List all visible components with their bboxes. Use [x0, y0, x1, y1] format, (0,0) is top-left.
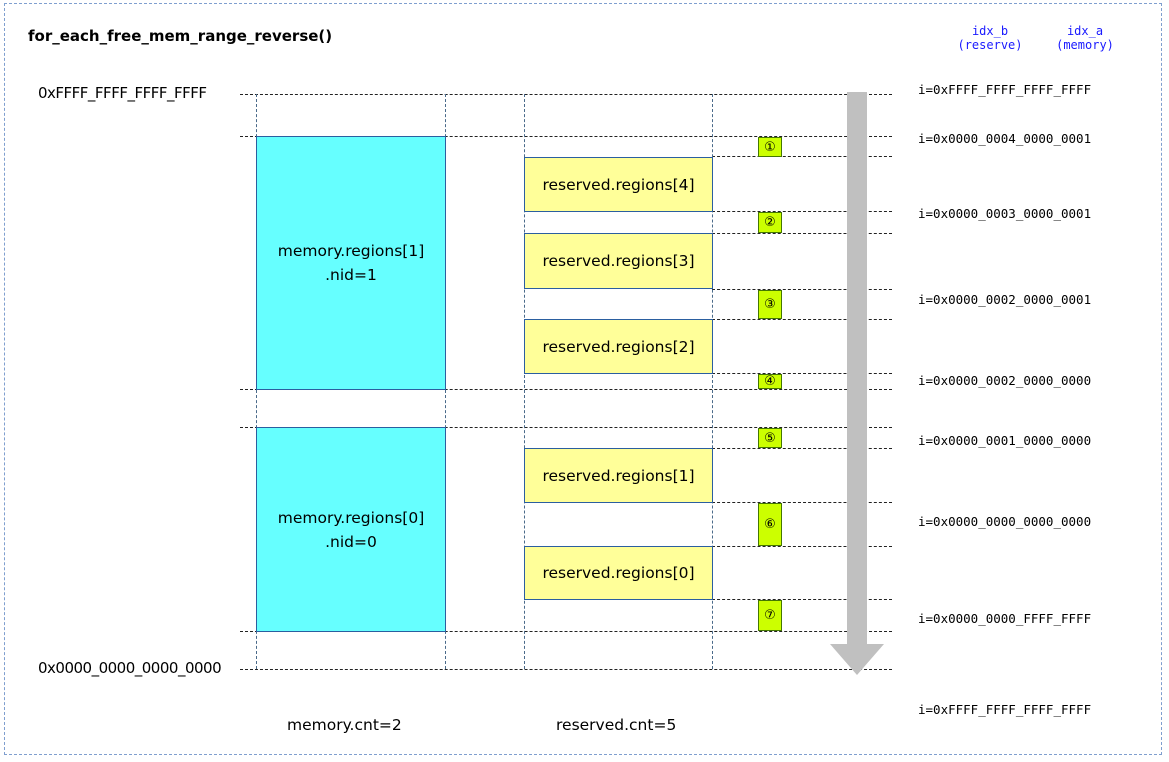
index-label: i=0x0000_0000_0000_0000	[918, 514, 1092, 529]
boundary-line	[240, 427, 892, 428]
index-label: i=0x0000_0002_0000_0001	[918, 292, 1092, 307]
boundary-line	[240, 389, 892, 390]
diagram-title: for_each_free_mem_range_reverse()	[28, 27, 333, 45]
boundary-line	[240, 136, 892, 137]
index-label: i=0x0000_0001_0000_0000	[918, 433, 1092, 448]
step-marker-5: ⑤	[758, 428, 782, 448]
index-label: i=0xFFFF_FFFF_FFFF_FFFF	[918, 82, 1092, 97]
index-label: i=0x0000_0004_0000_0001	[918, 131, 1092, 146]
reserved-region-1-box: reserved.regions[1]	[524, 448, 713, 503]
address-top-label: 0xFFFF_FFFF_FFFF_FFFF	[38, 84, 207, 102]
step-marker-2: ②	[758, 212, 782, 233]
step-marker-1: ①	[758, 137, 782, 157]
boundary-line	[712, 599, 892, 600]
column-line	[524, 94, 525, 669]
column-line	[712, 94, 713, 669]
index-label: i=0x0000_0002_0000_0000	[918, 373, 1092, 388]
boundary-line	[712, 289, 892, 290]
memory-count-label: memory.cnt=2	[287, 716, 402, 734]
diagram-frame	[4, 3, 1162, 755]
boundary-line	[712, 546, 892, 547]
reserved-region-2-box: reserved.regions[2]	[524, 319, 713, 374]
reserved-region-4-box: reserved.regions[4]	[524, 157, 713, 212]
memory-region-1-name: memory.regions[1]	[277, 242, 425, 260]
idx-a-header: idx_a (memory)	[1050, 24, 1120, 52]
boundary-line	[712, 502, 892, 503]
index-label: i=0xFFFF_FFFF_FFFF_FFFF	[918, 702, 1092, 717]
step-marker-6: ⑥	[758, 503, 782, 546]
reserved-count-label: reserved.cnt=5	[556, 716, 677, 734]
boundary-line	[712, 211, 892, 212]
index-label: i=0x0000_0000_FFFF_FFFF	[918, 611, 1092, 626]
idx-b-header: idx_b (reserve)	[955, 24, 1025, 52]
boundary-line	[712, 448, 892, 449]
boundary-line	[712, 156, 892, 157]
boundary-line	[712, 233, 892, 234]
reserved-region-0-box: reserved.regions[0]	[524, 546, 713, 600]
memory-region-1-nid: .nid=1	[325, 266, 377, 284]
idx-b-name: idx_b	[971, 24, 1009, 38]
memory-region-0-nid: .nid=0	[325, 532, 377, 551]
idx-a-note: (memory)	[1056, 38, 1114, 52]
memory-region-0-name: memory.regions[0]	[277, 508, 425, 527]
iteration-direction-arrow-icon	[830, 92, 884, 675]
step-marker-7: ⑦	[758, 600, 782, 631]
memory-region-0-box: memory.regions[0] .nid=0	[256, 427, 446, 632]
boundary-line	[240, 631, 892, 632]
step-marker-3: ③	[758, 290, 782, 319]
boundary-line-top	[240, 94, 892, 95]
boundary-line	[712, 373, 892, 374]
idx-a-name: idx_a	[1066, 24, 1104, 38]
memory-region-1-box: memory.regions[1] .nid=1	[256, 136, 446, 390]
idx-b-note: (reserve)	[957, 38, 1023, 52]
address-bottom-label: 0x0000_0000_0000_0000	[38, 659, 222, 677]
step-marker-4: ④	[758, 374, 782, 389]
index-label: i=0x0000_0003_0000_0001	[918, 206, 1092, 221]
boundary-line	[712, 319, 892, 320]
boundary-line-bottom	[240, 669, 892, 670]
reserved-region-3-box: reserved.regions[3]	[524, 233, 713, 289]
